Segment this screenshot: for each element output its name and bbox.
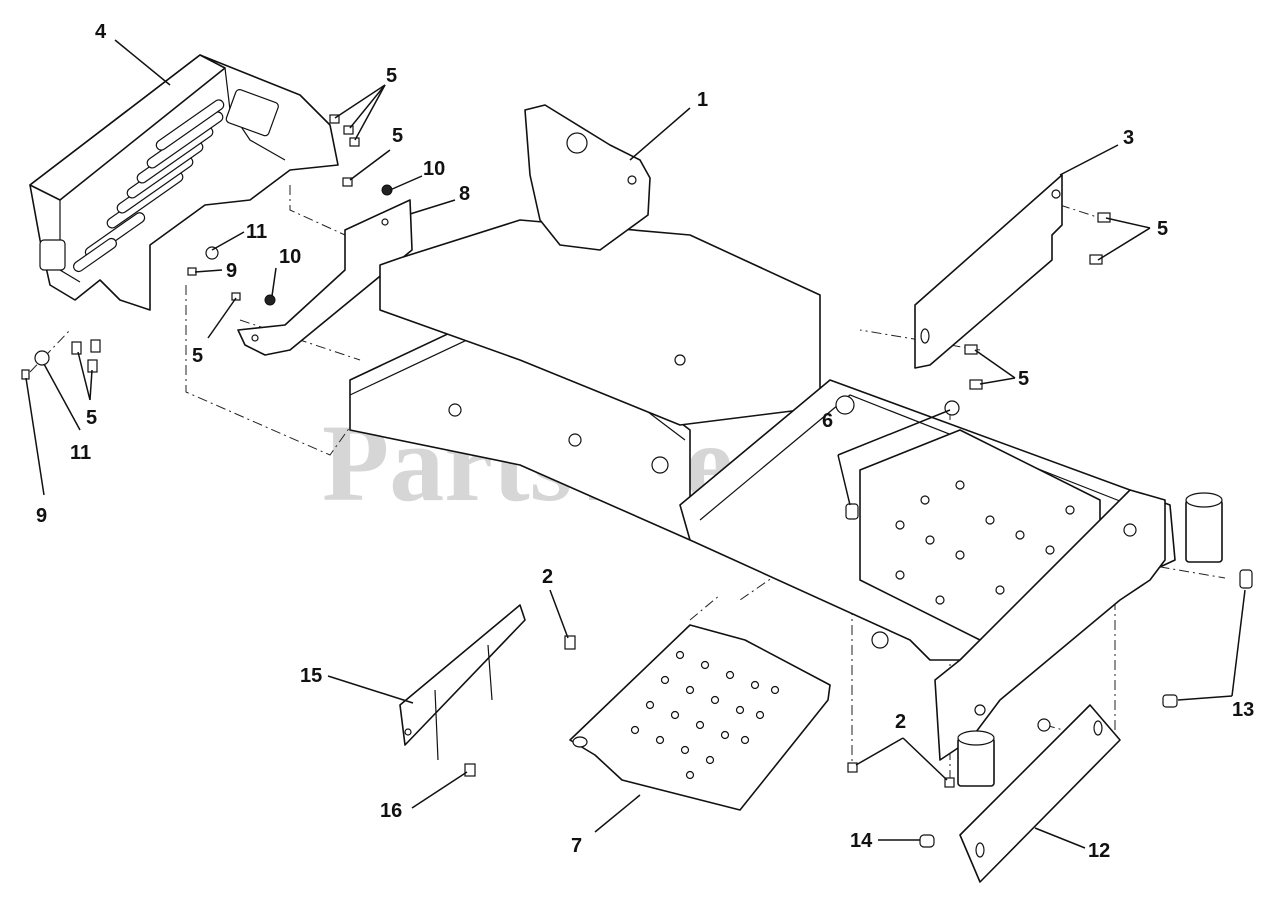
callout-11-a: 11: [246, 221, 267, 243]
callouts: 4 1 3 5 5 10 8 11 9 10 5 5 5 5 11 9 6 2 …: [36, 21, 1254, 862]
callout-9-a: 9: [226, 260, 237, 282]
callout-1: 1: [697, 89, 708, 111]
part-8-bracket: [237, 199, 413, 356]
callout-5-e: 5: [1018, 368, 1029, 390]
callout-13: 13: [1232, 699, 1254, 721]
callout-15: 15: [300, 665, 322, 687]
callout-2-a: 2: [542, 566, 553, 588]
callout-5-f: 5: [86, 407, 97, 429]
foot-plate-holes: [630, 650, 780, 780]
callout-5-c: 5: [192, 345, 203, 367]
callout-4: 4: [95, 21, 107, 43]
callout-9-b: 9: [36, 505, 47, 527]
part-1-main-frame: [349, 104, 1223, 787]
callout-10-b: 10: [279, 246, 301, 268]
callout-5-a: 5: [386, 65, 397, 87]
callout-6: 6: [822, 410, 833, 432]
callout-3: 3: [1123, 127, 1134, 149]
callout-12: 12: [1088, 840, 1110, 862]
leader-lines: [25, 39, 1246, 849]
callout-5-b: 5: [392, 125, 403, 147]
callout-8: 8: [459, 183, 470, 205]
callout-10-a: 10: [423, 158, 445, 180]
frame-holes: [448, 354, 1075, 649]
bumper-slots: [39, 89, 279, 273]
callout-7: 7: [571, 835, 582, 857]
part-4-front-bumper: [29, 54, 339, 311]
callout-11-b: 11: [70, 442, 91, 464]
part-3-side-panel: [914, 174, 1063, 369]
callout-5-d: 5: [1157, 218, 1168, 240]
part-12-shield-plate: [959, 704, 1121, 883]
part-15-brace: [399, 604, 526, 761]
callout-2-b: 2: [895, 711, 906, 733]
part-7-foot-plate: [569, 624, 831, 811]
callout-14: 14: [850, 830, 873, 852]
callout-16: 16: [380, 800, 402, 822]
hardware: [21, 114, 1253, 848]
